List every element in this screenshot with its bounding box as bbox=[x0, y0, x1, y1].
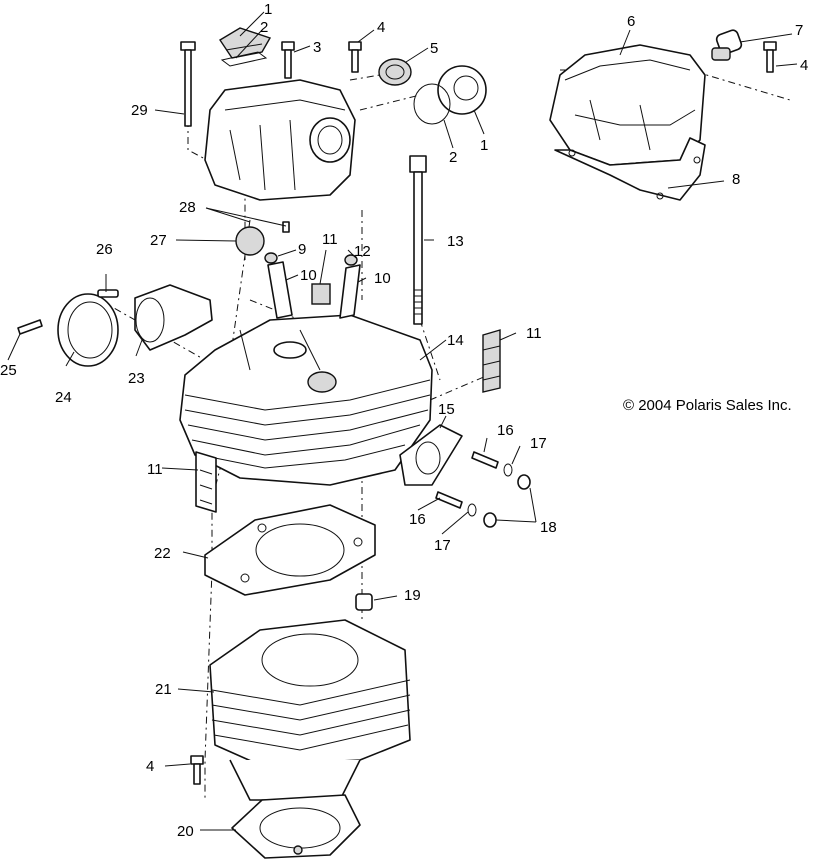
callout-9: 9 bbox=[298, 241, 306, 258]
screw-26 bbox=[97, 289, 119, 298]
leader-lines bbox=[7, 11, 798, 831]
callout-10-left: 10 bbox=[300, 267, 317, 284]
nut-18-lower bbox=[483, 512, 497, 528]
callout-26: 26 bbox=[96, 241, 113, 258]
callout-7: 7 bbox=[795, 22, 803, 39]
bolt-3 bbox=[281, 41, 295, 79]
head-gasket-22 bbox=[204, 504, 376, 596]
callout-13: 13 bbox=[447, 233, 464, 250]
valve-guide-10-left bbox=[267, 261, 293, 319]
callout-1-cap: 1 bbox=[480, 137, 488, 154]
callout-2-gasket: 2 bbox=[260, 19, 268, 36]
seal-9 bbox=[264, 252, 278, 264]
dowel-19 bbox=[355, 593, 373, 611]
callout-29: 29 bbox=[131, 102, 148, 119]
callout-3: 3 bbox=[313, 39, 321, 56]
callout-4-cover: 4 bbox=[800, 57, 808, 74]
clamp-24 bbox=[57, 293, 119, 367]
screw-25 bbox=[17, 319, 43, 335]
callout-24: 24 bbox=[55, 389, 72, 406]
callout-19: 19 bbox=[404, 587, 421, 604]
callout-14: 14 bbox=[447, 332, 464, 349]
callout-17-upper: 17 bbox=[530, 435, 547, 452]
shim-11-left bbox=[195, 451, 217, 513]
shim-11-right bbox=[482, 329, 501, 393]
base-gasket-20 bbox=[231, 794, 361, 859]
callout-11-left: 11 bbox=[147, 461, 163, 478]
rocker-cover-6 bbox=[549, 44, 706, 166]
seal-12 bbox=[344, 254, 358, 266]
bolt-4-cylinder bbox=[190, 755, 204, 785]
o-ring-2-side bbox=[413, 83, 451, 125]
intake-boot-23 bbox=[134, 284, 213, 351]
callout-1-breather-cap: 1 bbox=[264, 1, 272, 18]
callout-12: 12 bbox=[354, 243, 371, 260]
callout-8: 8 bbox=[732, 171, 740, 188]
stud-16-upper bbox=[471, 451, 499, 469]
callout-18: 18 bbox=[540, 519, 557, 536]
nut-18-upper bbox=[517, 474, 531, 490]
rocker-cover-gasket-8 bbox=[554, 137, 706, 201]
callout-27: 27 bbox=[150, 232, 167, 249]
bolt-29 bbox=[180, 41, 196, 127]
callout-16-lower: 16 bbox=[409, 511, 426, 528]
washer-17-upper bbox=[503, 463, 513, 477]
plug-27 bbox=[235, 226, 265, 256]
callout-22: 22 bbox=[154, 545, 171, 562]
callout-5: 5 bbox=[430, 40, 438, 57]
callout-11-right: 11 bbox=[526, 325, 542, 342]
callout-4-top: 4 bbox=[377, 19, 385, 36]
callout-23: 23 bbox=[128, 370, 145, 387]
gasket-2-top bbox=[220, 51, 268, 67]
breather-fitting-7 bbox=[711, 29, 743, 61]
callout-25: 25 bbox=[0, 362, 17, 379]
callout-labels: 1 2 3 4 5 1 2 6 7 4 8 29 28 27 9 11 12 1… bbox=[0, 1, 808, 840]
callout-20: 20 bbox=[177, 823, 194, 840]
callout-17-lower: 17 bbox=[434, 537, 451, 554]
stud-16-lower bbox=[435, 491, 463, 509]
plug-5 bbox=[378, 58, 412, 86]
stud-13 bbox=[409, 155, 427, 325]
bolt-4-top bbox=[348, 41, 362, 73]
callout-28: 28 bbox=[179, 199, 196, 216]
callout-21: 21 bbox=[155, 681, 172, 698]
bolt-4-cover bbox=[763, 41, 777, 73]
callout-16-upper: 16 bbox=[497, 422, 514, 439]
callout-10-right: 10 bbox=[374, 270, 391, 287]
callout-4-cylinder: 4 bbox=[146, 758, 154, 775]
dowel-28 bbox=[282, 221, 290, 233]
cylinder-21 bbox=[209, 619, 411, 801]
shim-11-center bbox=[311, 283, 331, 305]
washer-17-lower bbox=[467, 503, 477, 517]
rocker-housing bbox=[204, 79, 356, 201]
callout-15: 15 bbox=[438, 401, 455, 418]
callout-6: 6 bbox=[627, 13, 635, 30]
exhaust-gasket-15 bbox=[399, 424, 463, 486]
callout-11-center: 11 bbox=[322, 231, 338, 248]
callout-2-o-ring: 2 bbox=[449, 149, 457, 166]
cylinder-head-14 bbox=[179, 314, 433, 486]
copyright-notice: © 2004 Polaris Sales Inc. bbox=[623, 397, 792, 414]
valve-guide-10-right bbox=[339, 264, 361, 319]
